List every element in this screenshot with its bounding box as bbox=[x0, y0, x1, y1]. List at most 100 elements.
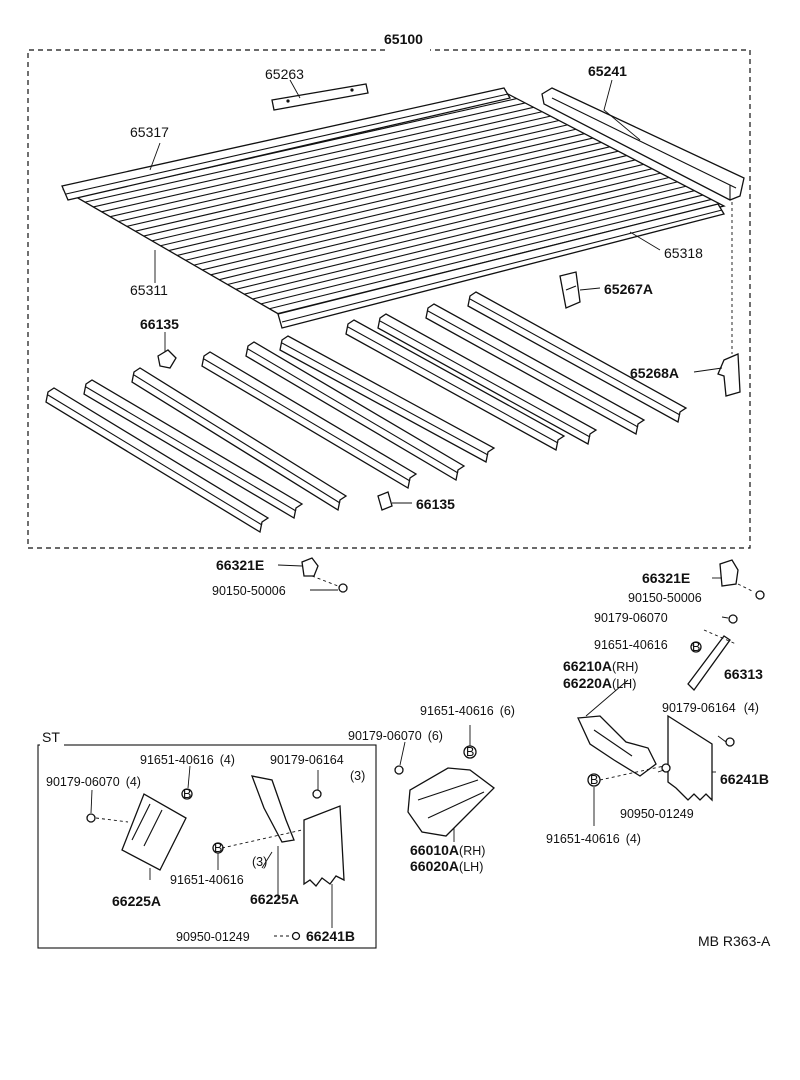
floor-rib bbox=[151, 137, 593, 242]
label-st-91651-40616-b: 91651-40616 bbox=[170, 873, 244, 887]
cross-sill-edge bbox=[247, 348, 459, 474]
cross-sill-edge bbox=[427, 310, 639, 428]
cross-sill-beam bbox=[45, 387, 270, 534]
bolt-90150-left bbox=[311, 575, 348, 593]
bracket-65267a bbox=[559, 271, 581, 309]
cross-sill-beam bbox=[467, 291, 688, 423]
floor-rib bbox=[93, 106, 534, 208]
cross-sill-beam bbox=[345, 319, 566, 451]
svg-text:B: B bbox=[214, 841, 222, 855]
nut-90179-06070-mid bbox=[394, 765, 404, 775]
label-65267a: 65267A bbox=[604, 281, 653, 297]
cross-sill-edge bbox=[281, 342, 489, 456]
bracket-65268a bbox=[717, 353, 741, 397]
floor-rib bbox=[218, 172, 661, 281]
floor-rib bbox=[269, 198, 712, 310]
floor-rib bbox=[185, 155, 627, 261]
label-65263: 65263 bbox=[265, 66, 304, 82]
floor-rib bbox=[210, 168, 653, 276]
label-st-90950: 90950-01249 bbox=[176, 930, 250, 944]
assembly-frame bbox=[27, 49, 751, 549]
label-90150-left: 90150-50006 bbox=[212, 584, 286, 598]
floor-rib bbox=[235, 181, 678, 290]
label-65100: 65100 bbox=[384, 31, 423, 47]
floor-rib bbox=[160, 141, 602, 247]
bed-floor-panel bbox=[61, 87, 726, 329]
cross-sill-beam bbox=[279, 335, 496, 463]
floor-rib bbox=[260, 194, 703, 305]
label-65268a: 65268A bbox=[630, 365, 679, 381]
label-90179-06070-mid: 90179-06070(6) bbox=[348, 729, 443, 743]
label-st-90179-06164: 90179-06164 bbox=[270, 753, 344, 767]
cross-sill-beam bbox=[377, 313, 598, 445]
svg-text:B: B bbox=[183, 787, 191, 801]
label-st-66225a-left: 66225A bbox=[112, 893, 161, 909]
label-st-66225a-right: 66225A bbox=[250, 891, 299, 907]
clip-66135-top bbox=[157, 349, 177, 369]
floor-rib bbox=[252, 190, 695, 300]
label-66210a: 66210A(RH) bbox=[563, 658, 638, 674]
label-91651-40616-right: 91651-40616 bbox=[594, 638, 668, 652]
washer-91651-right bbox=[690, 641, 702, 653]
cross-sill-beam bbox=[83, 379, 304, 520]
cross-sills bbox=[45, 291, 688, 534]
st-variant-box: B B bbox=[37, 735, 377, 949]
floor-rib bbox=[168, 146, 610, 252]
floor-rib bbox=[109, 115, 551, 218]
part-65263-plate bbox=[271, 83, 369, 111]
label-st-90179-06070: 90179-06070(4) bbox=[46, 775, 141, 789]
floor-rib bbox=[202, 163, 644, 271]
label-65311: 65311 bbox=[130, 282, 168, 298]
floor-rib bbox=[193, 159, 636, 266]
cross-sill-edge bbox=[379, 320, 591, 438]
clip-66321e-left bbox=[301, 557, 319, 577]
floor-rib bbox=[177, 150, 619, 256]
part-65241-side-sill bbox=[541, 87, 745, 201]
svg-text:B: B bbox=[692, 640, 700, 654]
cross-sill-edge bbox=[133, 374, 341, 504]
svg-text:B: B bbox=[466, 745, 474, 759]
cross-sill-edge bbox=[85, 386, 297, 512]
svg-text:B: B bbox=[590, 773, 598, 787]
mud-guard-66241b-right bbox=[667, 714, 713, 802]
floor-rib bbox=[84, 102, 526, 203]
label-st-3: (3) bbox=[252, 855, 267, 869]
cross-sill-beam bbox=[245, 341, 466, 482]
label-66135-bottom: 66135 bbox=[416, 496, 455, 512]
nut-90179-06070-right bbox=[728, 614, 738, 624]
label-66241b-right: 66241B bbox=[720, 771, 769, 787]
label-66010a: 66010A(RH) bbox=[410, 842, 485, 858]
clip-66321e-right bbox=[719, 559, 739, 587]
bracket-66210a bbox=[577, 715, 657, 777]
callouts: 65100 65263 65241 65317 65318 65311 6526… bbox=[42, 31, 771, 949]
bracket-66010a bbox=[407, 767, 495, 837]
cross-sill-beam bbox=[201, 351, 418, 490]
leader-lines bbox=[90, 79, 729, 937]
floor-rib bbox=[227, 176, 670, 286]
label-65317: 65317 bbox=[130, 124, 169, 140]
label-66020a: 66020A(LH) bbox=[410, 858, 483, 874]
label-st: ST bbox=[42, 729, 60, 745]
floor-rib bbox=[143, 133, 585, 237]
clip-90950-right bbox=[661, 763, 671, 773]
cross-sill-beam bbox=[425, 303, 646, 435]
label-66313: 66313 bbox=[724, 666, 763, 682]
label-66321e-right: 66321E bbox=[642, 570, 690, 586]
clip-66135-bottom bbox=[377, 491, 393, 511]
label-90950-right: 90950-01249 bbox=[620, 807, 694, 821]
floor-rib bbox=[135, 128, 577, 232]
label-reference: MB R363-A bbox=[698, 933, 771, 949]
label-st-66241b: 66241B bbox=[306, 928, 355, 944]
stay-66313 bbox=[687, 635, 731, 692]
label-st-90179-06164-qty: (3) bbox=[350, 769, 365, 783]
label-66321e-left: 66321E bbox=[216, 557, 264, 573]
label-66135-top: 66135 bbox=[140, 316, 179, 332]
label-90179-06164-right: 90179-06164(4) bbox=[662, 701, 759, 715]
cross-sill-beam bbox=[131, 367, 348, 512]
floor-rib bbox=[126, 124, 568, 227]
cross-sill-edge bbox=[203, 358, 411, 482]
label-91651-40616-bottom-right: 91651-40616(4) bbox=[546, 832, 641, 846]
floor-rib bbox=[101, 111, 543, 213]
cross-sill-edge bbox=[469, 298, 681, 416]
